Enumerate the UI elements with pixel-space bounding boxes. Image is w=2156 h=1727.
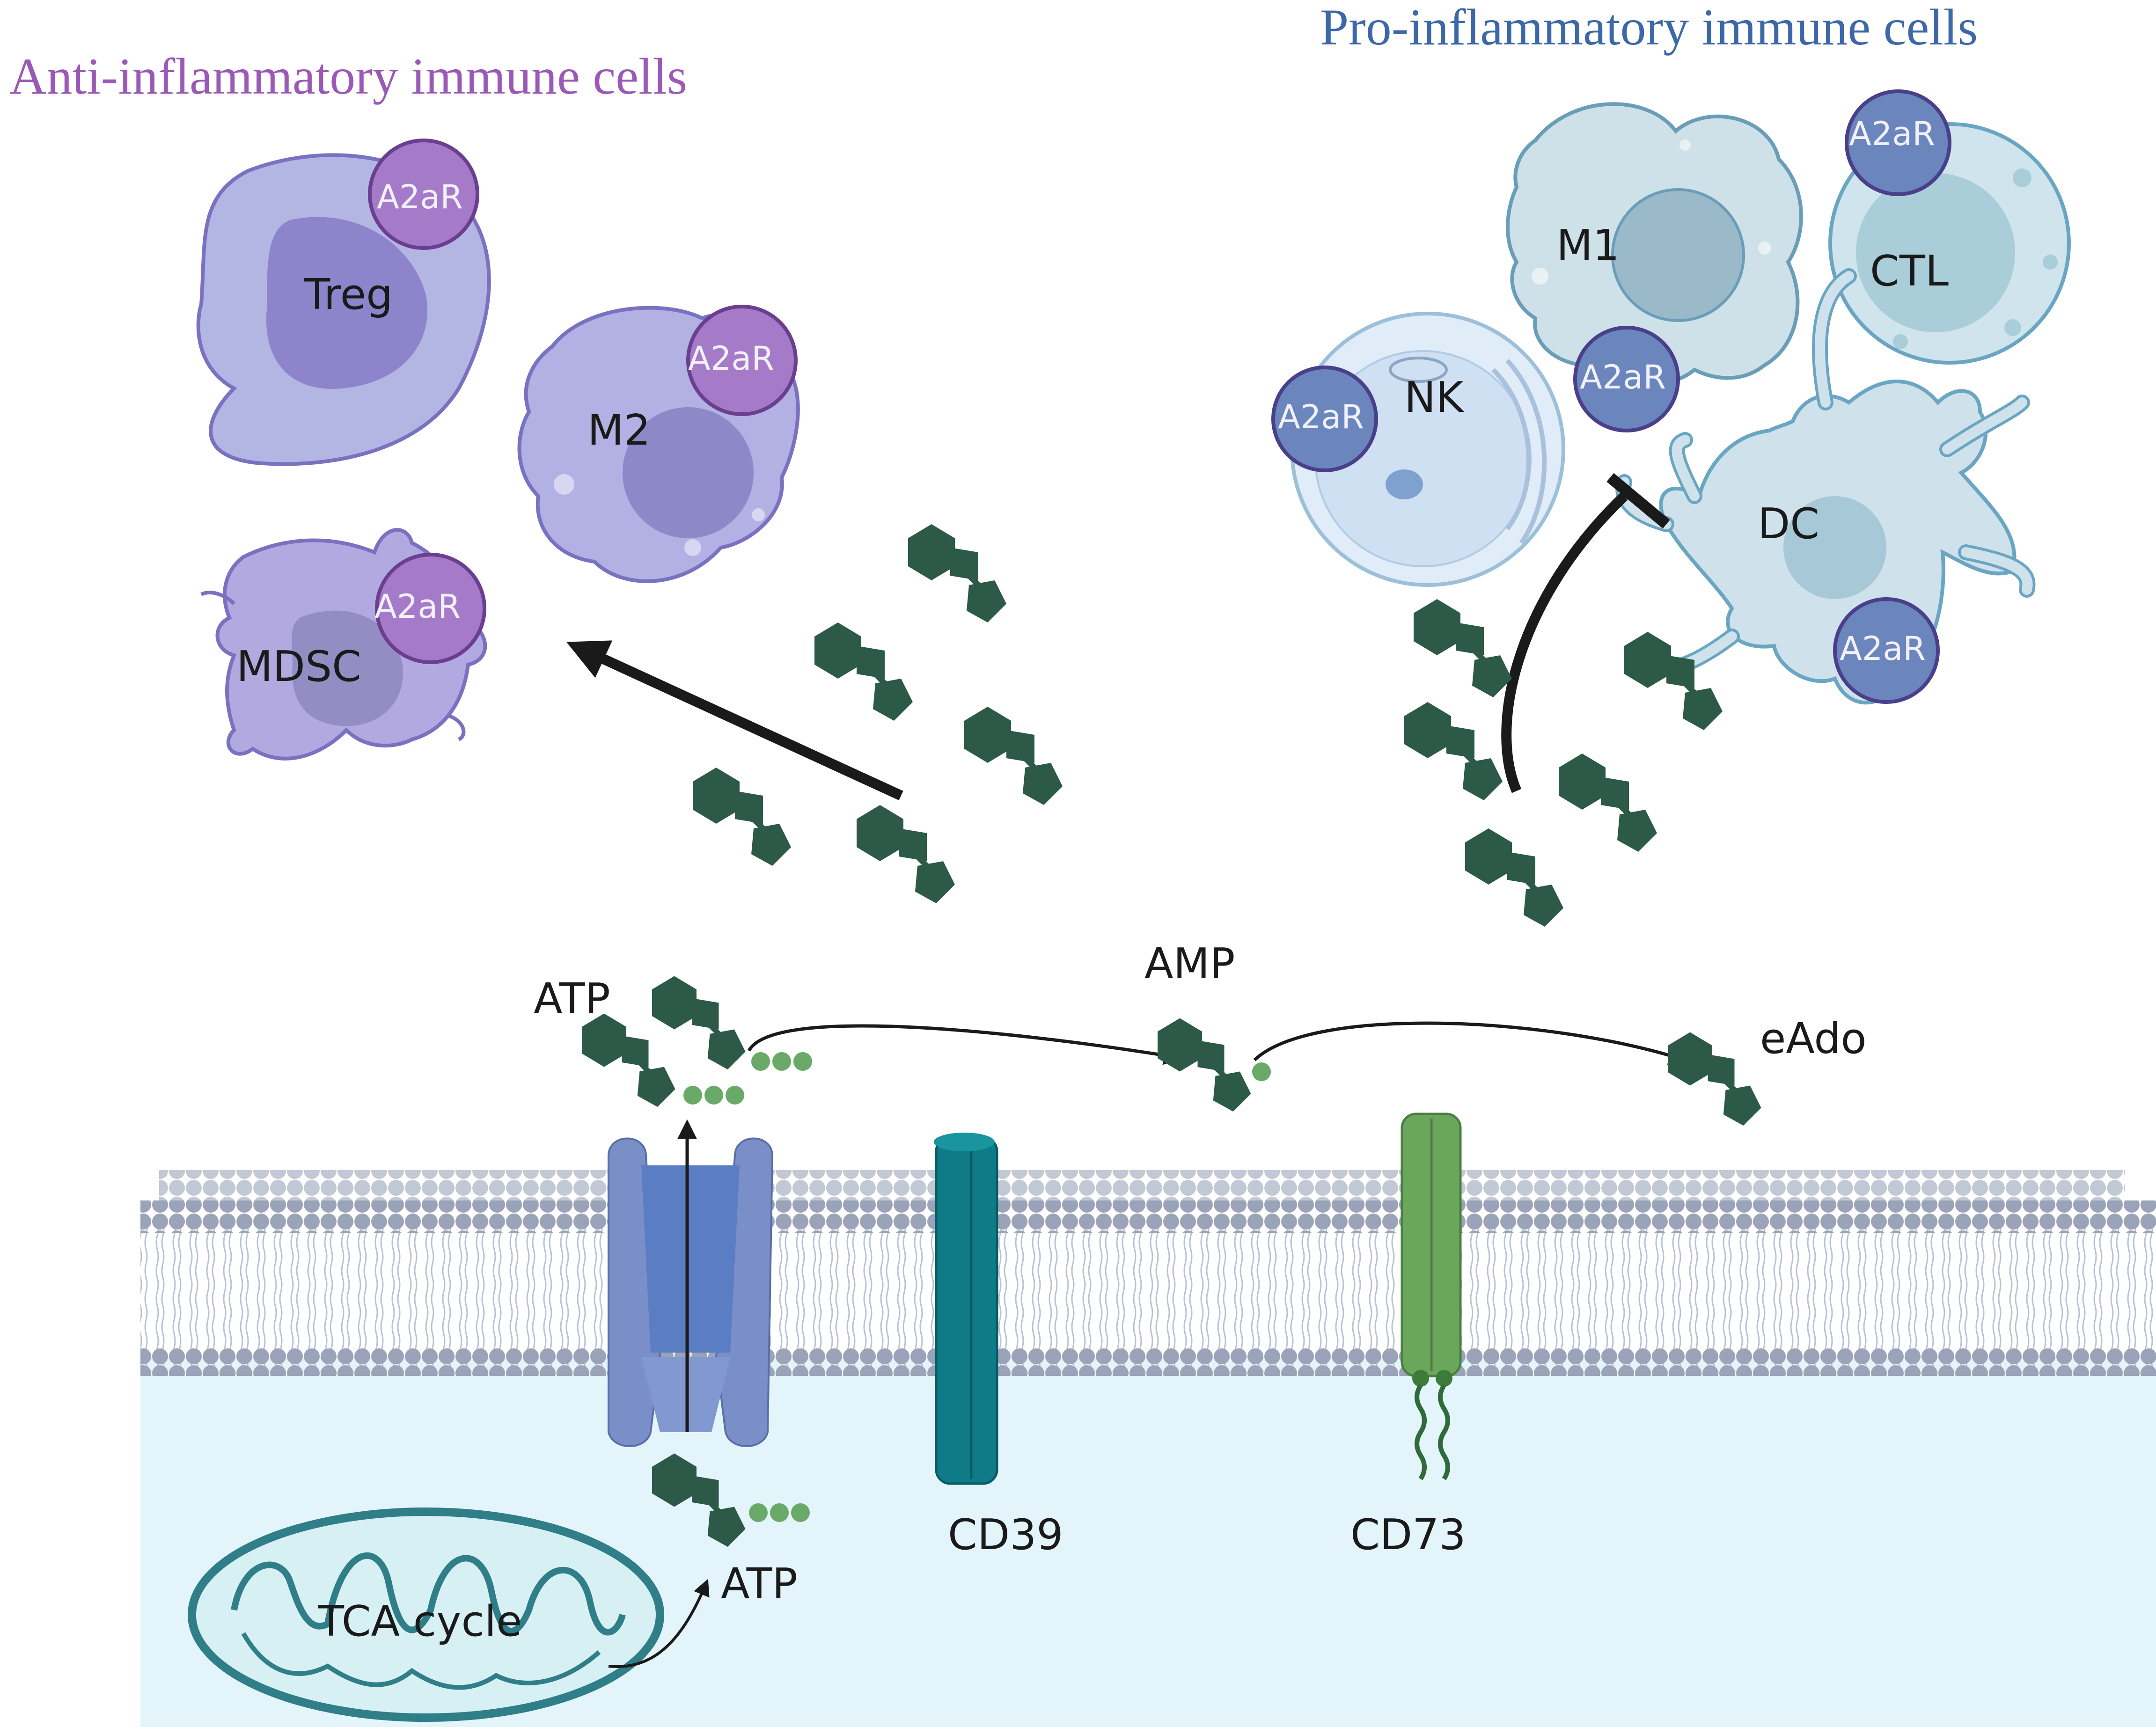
adenosine-molecule [814, 622, 913, 721]
adenosine-molecule [964, 707, 1063, 805]
cd39-enzyme [934, 1133, 998, 1485]
cd73-label: CD73 [1350, 1510, 1466, 1559]
atp-extracellular [582, 976, 812, 1107]
m2-label: M2 [587, 406, 651, 455]
m1-label: M1 [1556, 221, 1620, 270]
a2ar-label-m2: A2aR [688, 339, 774, 378]
adenosine-molecule [1559, 754, 1657, 852]
inhibit-bar [1606, 473, 1670, 529]
atp-intracellular [652, 1454, 810, 1547]
pro-inflammatory-title: Pro-inflammatory immune cells [1320, 0, 1978, 56]
ctl-label: CTL [1870, 247, 1949, 296]
ctl-cell: CTL A2aR [1828, 89, 2071, 365]
dc-label: DC [1758, 499, 1819, 549]
a2ar-receptor-m1: A2aR [1573, 326, 1680, 432]
a2ar-receptor-mdsc: A2aR [374, 553, 486, 664]
eado-molecule [1668, 1032, 1761, 1126]
a2ar-label-ctl: A2aR [1849, 115, 1935, 153]
adenosine-molecule [1404, 702, 1503, 800]
a2ar-label-dc: A2aR [1840, 629, 1926, 668]
m2-cell: M2 A2aR [517, 305, 800, 583]
adenosine-molecule [908, 524, 1006, 622]
treg-label: Treg [304, 270, 393, 319]
eado-label: eAdo [1760, 1014, 1867, 1063]
a2ar-receptor-ctl: A2aR [1845, 89, 1951, 196]
a2ar-receptor-dc: A2aR [1833, 597, 1940, 704]
a2ar-label-nk: A2aR [1278, 398, 1364, 436]
a2ar-label-m1: A2aR [1580, 358, 1666, 396]
cd73-enzyme [1401, 1112, 1462, 1480]
atp-to-amp-arrow [747, 1024, 1184, 1065]
tca-to-atp-arrow [608, 1579, 710, 1668]
adenosine-molecule [1465, 828, 1563, 927]
nk-cell: NK A2aR [1271, 312, 1565, 587]
nk-label: NK [1404, 373, 1464, 422]
amp-molecule [1158, 1018, 1271, 1112]
a2ar-receptor-nk: A2aR [1271, 366, 1378, 472]
atp-label-extracellular: ATP [534, 974, 610, 1024]
mdsc-label: MDSC [236, 642, 361, 691]
inhibit-line-to-pro-inflammatory [1501, 492, 1628, 793]
adenosine-molecules-left [693, 524, 1063, 903]
atp-label-intracellular: ATP [721, 1559, 798, 1609]
adenosine-molecule [1414, 599, 1512, 697]
adenosine-molecule [857, 805, 955, 903]
adenosine-molecule [693, 768, 791, 866]
a2ar-label-mdsc: A2aR [374, 587, 461, 626]
a2ar-label-treg: A2aR [377, 178, 463, 216]
atp-release-channel [608, 1137, 774, 1447]
cd39-label: CD39 [948, 1510, 1063, 1559]
adenosine-molecules-right [1404, 599, 1723, 927]
anti-inflammatory-title: Anti-inflammatory immune cells [9, 48, 687, 105]
tca-cycle-label: TCA cycle [318, 1597, 522, 1646]
amp-label: AMP [1144, 939, 1235, 988]
treg-cell: Treg A2aR [196, 139, 491, 466]
mitochondrion [188, 1507, 664, 1722]
promote-arrow-to-anti-inflammatory [566, 640, 903, 800]
amp-to-eado-arrow [1253, 1021, 1689, 1065]
mdsc-cell: MDSC A2aR [200, 528, 487, 761]
a2ar-receptor-m2: A2aR [686, 305, 798, 416]
m1-cell: M1 A2aR [1506, 102, 1803, 432]
a2ar-receptor-treg: A2aR [368, 139, 479, 250]
